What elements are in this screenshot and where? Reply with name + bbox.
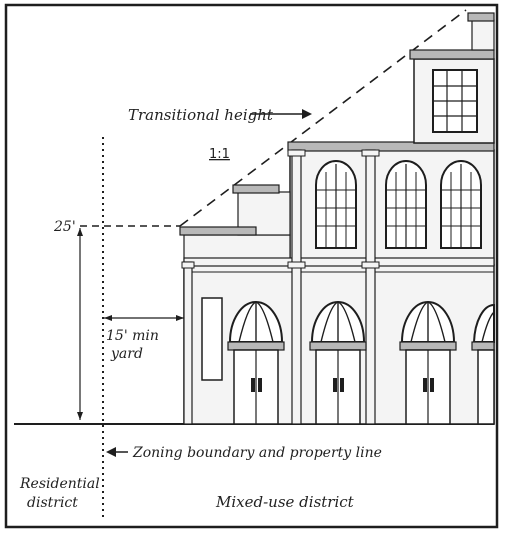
pilasters [181, 149, 380, 425]
floor-band [183, 257, 495, 267]
mixed-use-label: Mixed-use district [215, 493, 355, 511]
residential-label-line1: Residential [19, 476, 100, 492]
storefront-4-partial [471, 303, 495, 425]
arrow-left-icon [106, 447, 128, 457]
transitional-slope-line [179, 9, 467, 227]
parapet-low [179, 226, 257, 236]
second-floor-cornice [287, 141, 495, 152]
roof-structure [471, 19, 495, 51]
ratio-label: 1:1 [209, 147, 230, 162]
top-window [432, 69, 478, 133]
arched-window-2 [385, 160, 427, 249]
arrow-right-icon [250, 109, 312, 119]
yard-label-line2: yard [110, 346, 143, 362]
height-dimension [77, 228, 83, 420]
yard-dimension [104, 315, 184, 321]
yard-label-line1: 15' min [106, 328, 159, 344]
zoning-boundary-label: Zoning boundary and property line [132, 445, 382, 461]
top-floor-cornice [409, 49, 495, 60]
storefront-3 [399, 301, 457, 425]
side-panel [201, 297, 223, 381]
roof-cap [467, 12, 495, 22]
transitional-height-label: Transitional height [128, 106, 274, 124]
storefront-2 [309, 301, 367, 425]
mixed-use-building [179, 12, 495, 425]
height-label: 25' [53, 219, 76, 235]
residential-label-line2: district [27, 495, 78, 511]
parapet-mid [232, 184, 280, 194]
arched-window-3 [440, 160, 482, 249]
arched-window-1 [315, 160, 357, 249]
storefront-1 [227, 301, 285, 425]
